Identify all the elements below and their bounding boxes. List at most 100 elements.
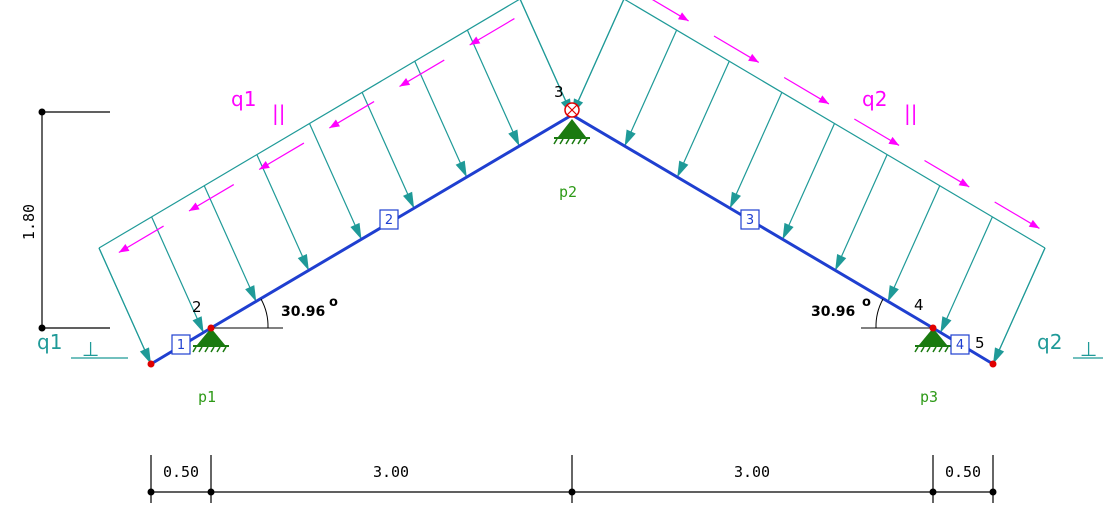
support-triangle-icon xyxy=(558,119,586,137)
dimension-left-overhang: 0.50 xyxy=(163,463,199,481)
support-triangle-icon xyxy=(919,328,947,345)
parallel-load-arrow-head xyxy=(259,161,270,170)
parallel-load-arrow-head xyxy=(1028,219,1040,229)
load-arrow-head xyxy=(624,129,636,147)
ridge-hinge-icon xyxy=(564,102,580,118)
load-label-q2-parallel: q2 || xyxy=(862,87,917,125)
parallel-load-arrow-head xyxy=(188,202,200,212)
load-arrow-shaft xyxy=(203,185,257,302)
angle-indicator-left: 30.96 o xyxy=(211,295,338,329)
load-arrow-shaft xyxy=(98,247,152,365)
support-label-p2: p2 xyxy=(559,183,577,201)
node-dot xyxy=(929,324,937,332)
angle-left-value: 30.96 xyxy=(281,304,325,320)
svg-text:3: 3 xyxy=(746,213,754,228)
load-arrow-shaft xyxy=(361,92,415,209)
load-arrow-head xyxy=(297,253,309,271)
svg-text:||: || xyxy=(904,101,917,125)
support-p1 xyxy=(192,328,229,353)
parallel-load-arrow-head xyxy=(469,36,481,46)
angle-indicator-right: 30.96 o xyxy=(811,295,933,329)
load-arrow-shaft xyxy=(256,154,310,271)
parallel-load-arrow-head xyxy=(329,119,340,129)
node-dot xyxy=(207,324,215,332)
dimension-left-span: 3.00 xyxy=(373,463,409,481)
parallel-load-arrow-head xyxy=(958,178,970,187)
node-label-4: 4 xyxy=(914,296,924,314)
roof-beam xyxy=(150,113,994,366)
support-triangle-icon xyxy=(197,328,225,345)
svg-text:q2: q2 xyxy=(1037,330,1062,354)
support-label-p3: p3 xyxy=(920,388,938,406)
svg-text:4: 4 xyxy=(956,338,964,353)
load-arrow-head xyxy=(887,285,899,302)
svg-text:2: 2 xyxy=(385,213,393,228)
load-arrow-head xyxy=(729,191,741,209)
parallel-load-arrow-head xyxy=(748,53,759,63)
node-label-2: 2 xyxy=(192,298,202,316)
load-arrow-shaft xyxy=(887,185,941,302)
load-arrow-shaft xyxy=(151,216,205,334)
node-dot xyxy=(989,360,997,368)
svg-text:||: || xyxy=(272,101,285,125)
load-arrow-shaft xyxy=(729,92,783,209)
svg-text:q2: q2 xyxy=(862,87,887,111)
load-arrow-shaft xyxy=(992,247,1046,365)
load-arrow-shaft xyxy=(781,123,836,240)
support-p2 xyxy=(553,119,590,145)
load-arrow-head xyxy=(245,285,257,302)
support-p3 xyxy=(914,328,951,353)
bar-label-1: 1 xyxy=(171,334,191,355)
load-label-q2-perpendicular: q2 ⊥ xyxy=(1037,330,1103,361)
load-label-q1-perpendicular: q1 ⊥ xyxy=(37,330,128,361)
load-arrow-head xyxy=(139,347,151,364)
height-dimension: 1.80 xyxy=(20,108,110,332)
svg-text:1: 1 xyxy=(177,338,185,353)
load-label-q1-parallel: q1 || xyxy=(231,87,285,125)
parallel-load-arrow-head xyxy=(399,78,411,87)
parallel-load-arrow-head xyxy=(118,244,130,253)
node-dots xyxy=(147,324,997,368)
dimension-right-overhang: 0.50 xyxy=(945,463,981,481)
angle-right-value: 30.96 xyxy=(811,304,855,320)
bar-label-2: 2 xyxy=(379,209,399,230)
beam-line xyxy=(150,113,994,366)
angle-left-unit: o xyxy=(329,295,338,310)
load-arrow-head xyxy=(508,129,520,147)
parallel-load-arrow-head xyxy=(888,136,900,146)
load-arrow-head xyxy=(350,222,362,240)
load-arrow-head xyxy=(940,316,952,333)
bar-label-4: 4 xyxy=(950,334,970,355)
load-arrow-shaft xyxy=(571,0,625,116)
angle-right-unit: o xyxy=(862,295,871,310)
load-arrow-shaft xyxy=(939,216,993,334)
svg-text:q1: q1 xyxy=(37,330,62,354)
load-arrow-shaft xyxy=(834,154,888,271)
load-arrow-shaft xyxy=(624,29,678,147)
load-arrow-head xyxy=(993,347,1005,364)
node-dot xyxy=(147,360,155,368)
load-arrow-shaft xyxy=(676,61,730,178)
bottom-dimension-chain: 0.50 3.00 3.00 0.50 xyxy=(147,455,997,503)
load-arrow-shaft xyxy=(308,123,363,240)
node-label-5: 5 xyxy=(975,334,985,352)
load-arrow-head xyxy=(192,316,204,333)
parallel-load-arrow-head xyxy=(818,95,829,104)
load-arrow-head xyxy=(835,253,847,271)
svg-text:⊥: ⊥ xyxy=(1080,337,1097,361)
node-label-3: 3 xyxy=(554,83,564,101)
load-arrow-head xyxy=(455,160,467,178)
load-arrow-head xyxy=(782,222,794,240)
dimension-right-span: 3.00 xyxy=(734,463,770,481)
load-arrow-head xyxy=(403,191,415,209)
bar-label-3: 3 xyxy=(740,209,760,230)
svg-text:⊥: ⊥ xyxy=(82,337,99,361)
height-dimension-value: 1.80 xyxy=(20,204,38,240)
load-arrow-shaft xyxy=(466,29,520,147)
support-label-p1: p1 xyxy=(198,388,216,406)
svg-text:q1: q1 xyxy=(231,87,256,111)
load-arrow-head xyxy=(677,160,689,178)
parallel-load-arrow-head xyxy=(677,12,689,21)
